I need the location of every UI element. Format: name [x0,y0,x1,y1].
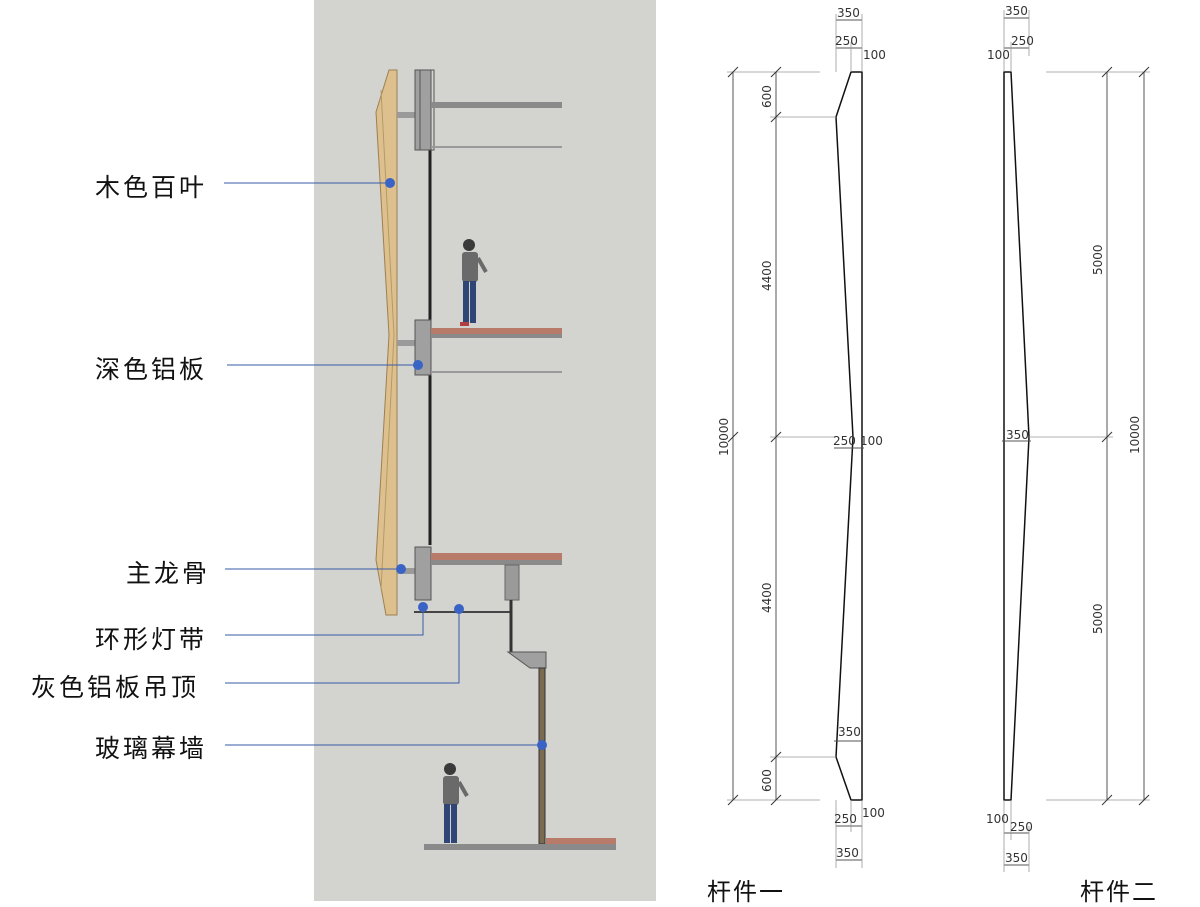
leader-lines [224,182,542,746]
ground-slab [424,844,616,850]
m2-bot-a: 100 [986,812,1009,826]
m2-overall: 10000 [1128,416,1142,454]
cladding-frame-top [419,69,435,151]
m1-bot-total: 350 [836,846,859,860]
label-main-keel: 主龙骨 [126,559,211,588]
m1-seg3: 4400 [760,582,774,613]
m1-seg1: 600 [760,85,774,108]
column-low [504,564,520,601]
member-two-caption: 杆件二 [1080,878,1158,906]
label-gray-aluminum-ceiling: 灰色铝板吊顶 [31,673,200,702]
person-figure-upper [460,239,488,326]
m1-overall: 10000 [717,418,731,456]
m1-top-total: 350 [837,6,860,20]
wood-louver-fold [380,89,395,591]
person-figure-lower [443,763,469,843]
ground-floor-wood [546,838,616,844]
m2-bot-b: 250 [1010,820,1033,834]
m1-low-mark: 350 [838,725,861,739]
steel-connector-top [397,112,415,118]
m2-seg-lower: 5000 [1091,603,1105,634]
leader-dots [385,178,547,750]
label-glass-curtain-wall: 玻璃幕墙 [95,734,208,763]
label-dark-aluminum-panel: 深色铝板 [95,355,208,384]
m1-mid-b: 100 [860,434,883,448]
m2-bot-total: 350 [1005,851,1028,865]
member-one-caption: 杆件一 [707,878,785,906]
section-panel-background [314,0,656,901]
m1-bot-a: 250 [834,812,857,826]
label-wood-louver: 木色百叶 [95,173,208,202]
m2-mid: 350 [1006,428,1029,442]
floor-wood-mid [431,328,562,334]
dark-aluminum-box-top [414,69,432,151]
m2-top-a: 100 [987,48,1010,62]
member-two-drawing [1002,10,1150,872]
canopy-beam [506,651,547,669]
dark-aluminum-box-low [414,546,432,601]
slab-low [431,560,562,565]
slab-top [431,102,562,108]
m1-top-a: 250 [835,34,858,48]
member-one-outline [835,71,863,801]
slab-mid [431,334,562,338]
m1-mid-a: 250 [833,434,856,448]
label-ring-light-strip: 环形灯带 [95,625,208,654]
m2-top-total: 350 [1005,4,1028,18]
m1-top-b: 100 [863,48,886,62]
glass-curtain-wall [538,667,546,845]
m2-seg-upper: 5000 [1091,244,1105,275]
m1-bot-b: 100 [862,806,885,820]
m2-top-b: 250 [1011,34,1034,48]
member-one-drawing [727,14,864,868]
floor-wood-low [431,553,562,560]
m1-seg2: 4400 [760,260,774,291]
m1-seg4: 600 [760,769,774,792]
steel-connector-mid [397,340,415,346]
steel-connector-low [397,568,415,574]
